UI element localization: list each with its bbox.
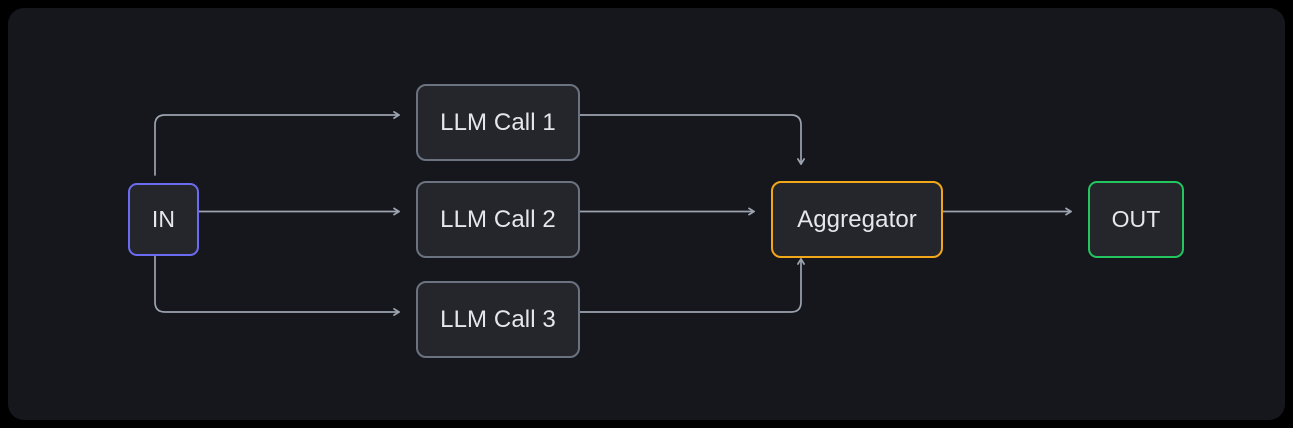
edge-in-to-llm3: [154, 247, 400, 316]
node-llm-call-1-label: LLM Call 1: [440, 108, 556, 136]
node-out-label: OUT: [1111, 206, 1161, 232]
node-in[interactable]: IN: [128, 183, 199, 256]
node-out[interactable]: OUT: [1088, 181, 1184, 258]
node-llm-call-3-label: LLM Call 3: [440, 305, 556, 333]
diagram-canvas: IN LLM Call 1 LLM Call 2 LLM Call 3 Aggr…: [8, 8, 1285, 420]
edge-llm3-to-aggregator: [571, 258, 805, 313]
node-llm-call-2-label: LLM Call 2: [440, 205, 556, 233]
node-llm-call-2[interactable]: LLM Call 2: [416, 181, 580, 258]
node-llm-call-1[interactable]: LLM Call 1: [416, 84, 580, 161]
node-llm-call-3[interactable]: LLM Call 3: [416, 281, 580, 358]
edge-llm1-to-aggregator: [571, 114, 805, 165]
edge-in-to-llm1: [154, 111, 400, 176]
node-aggregator[interactable]: Aggregator: [771, 181, 943, 258]
node-in-label: IN: [151, 206, 176, 232]
node-aggregator-label: Aggregator: [797, 205, 917, 233]
